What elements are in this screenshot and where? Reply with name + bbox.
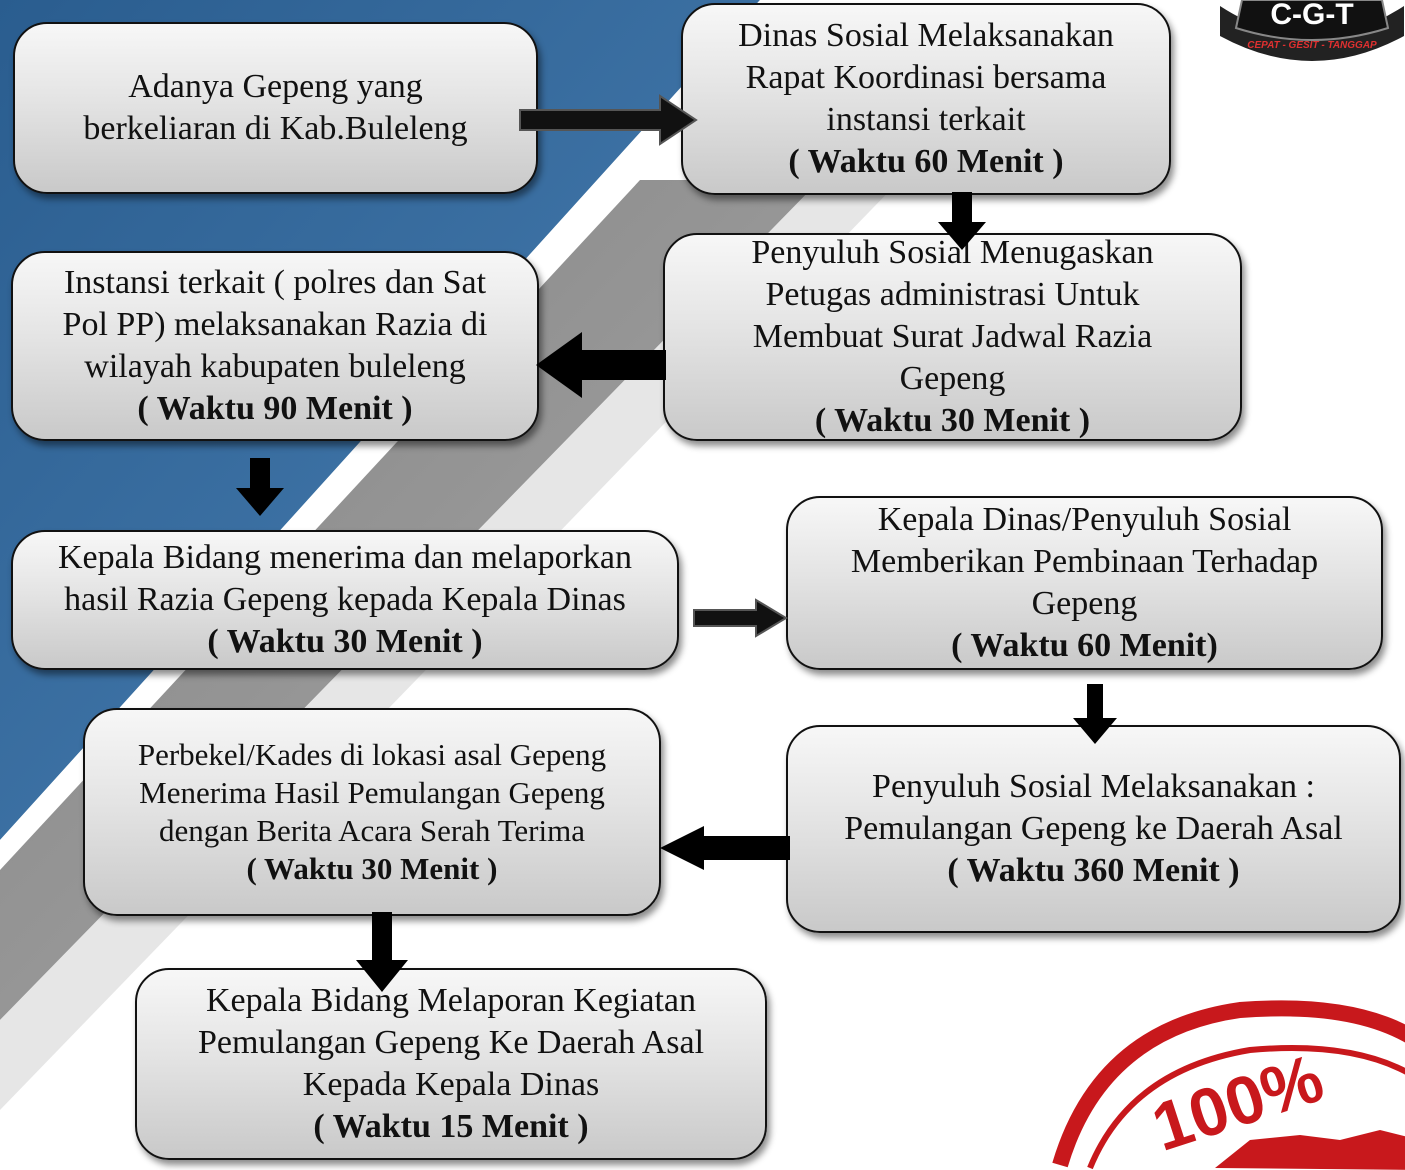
step-8-time: ( Waktu 30 Menit ) <box>246 851 498 886</box>
badge-motto: CEPAT - GESIT - TANGGAP <box>1247 40 1377 51</box>
step-5-text: Kepala Bidang menerima dan melaporkan <box>58 539 632 576</box>
arrow-down-icon <box>936 192 988 252</box>
step-3-text: Penyuluh Sosial Menugaskan <box>751 234 1154 271</box>
step-2-text: Rapat Koordinasi bersama <box>745 59 1107 96</box>
step-6-text: Memberikan Pembinaan Terhadap <box>850 543 1319 580</box>
arrow-down-icon <box>1069 684 1121 746</box>
step-2-box: Dinas Sosial Melaksanakan Rapat Koordina… <box>681 3 1171 195</box>
arrow-right-icon <box>693 598 788 638</box>
arrow-down-icon <box>354 912 410 994</box>
arrow-left-icon <box>660 826 790 870</box>
step-3-box: Penyuluh Sosial Menugaskan Petugas admin… <box>663 233 1242 441</box>
stamp: 100% <box>1052 1000 1405 1170</box>
step-6-text: Gepeng <box>1031 585 1138 622</box>
step-3-text: Petugas administrasi Untuk <box>765 276 1140 313</box>
step-1-text: berkeliaran di Kab.Buleleng <box>83 110 468 147</box>
step-7-time: ( Waktu 360 Menit ) <box>947 852 1240 889</box>
step-4-text: wilayah kabupaten buleleng <box>84 348 466 385</box>
cgt-badge-logo: C-G-T CEPAT - GESIT - TANGGAP <box>1220 0 1404 61</box>
step-1-box: Adanya Gepeng yang berkeliaran di Kab.Bu… <box>13 22 538 194</box>
step-5-text: hasil Razia Gepeng kepada Kepala Dinas <box>64 581 626 618</box>
step-9-time: ( Waktu 15 Menit ) <box>313 1108 589 1145</box>
step-6-time: ( Waktu 60 Menit) <box>951 627 1218 664</box>
step-8-text: Perbekel/Kades di lokasi asal Gepeng <box>137 737 607 772</box>
step-6-text: Kepala Dinas/Penyuluh Sosial <box>877 501 1292 538</box>
step-4-text: Instansi terkait ( polres dan Sat <box>63 264 487 301</box>
step-3-text: Membuat Surat Jadwal Razia <box>752 318 1153 355</box>
step-8-text: dengan Berita Acara Serah Terima <box>159 813 585 848</box>
step-4-time: ( Waktu 90 Menit ) <box>137 390 413 427</box>
step-9-text: Kepala Bidang Melaporan Kegiatan <box>206 982 696 1019</box>
arrow-down-icon <box>234 458 286 518</box>
step-9-text: Kepada Kepala Dinas <box>302 1066 600 1103</box>
step-7-text: Penyuluh Sosial Melaksanakan : <box>872 768 1315 805</box>
step-8-text: Menerima Hasil Pemulangan Gepeng <box>139 775 605 810</box>
step-7-box: Penyuluh Sosial Melaksanakan : Pemulanga… <box>786 725 1401 933</box>
step-2-text: instansi terkait <box>826 101 1026 138</box>
step-8-box: Perbekel/Kades di lokasi asal Gepeng Men… <box>83 708 661 916</box>
step-7-text: Pemulangan Gepeng ke Daerah Asal <box>844 810 1343 847</box>
step-5-box: Kepala Bidang menerima dan melaporkan ha… <box>11 530 679 670</box>
step-4-text: Pol PP) melaksanakan Razia di <box>62 306 488 343</box>
step-5-time: ( Waktu 30 Menit ) <box>207 623 483 660</box>
step-3-text: Gepeng <box>899 360 1006 397</box>
step-9-box: Kepala Bidang Melaporan Kegiatan Pemulan… <box>135 968 767 1160</box>
step-6-box: Kepala Dinas/Penyuluh Sosial Memberikan … <box>786 496 1383 670</box>
arrow-left-icon <box>536 332 666 398</box>
step-9-text: Pemulangan Gepeng Ke Daerah Asal <box>197 1024 705 1061</box>
arrow-right-icon <box>519 94 698 146</box>
badge-title: C-G-T <box>1270 0 1353 31</box>
step-2-text: Dinas Sosial Melaksanakan <box>738 17 1114 54</box>
step-4-box: Instansi terkait ( polres dan Sat Pol PP… <box>11 251 539 441</box>
step-2-time: ( Waktu 60 Menit ) <box>788 143 1064 180</box>
step-3-time: ( Waktu 30 Menit ) <box>814 402 1091 439</box>
step-1-text: Adanya Gepeng yang <box>128 68 423 105</box>
